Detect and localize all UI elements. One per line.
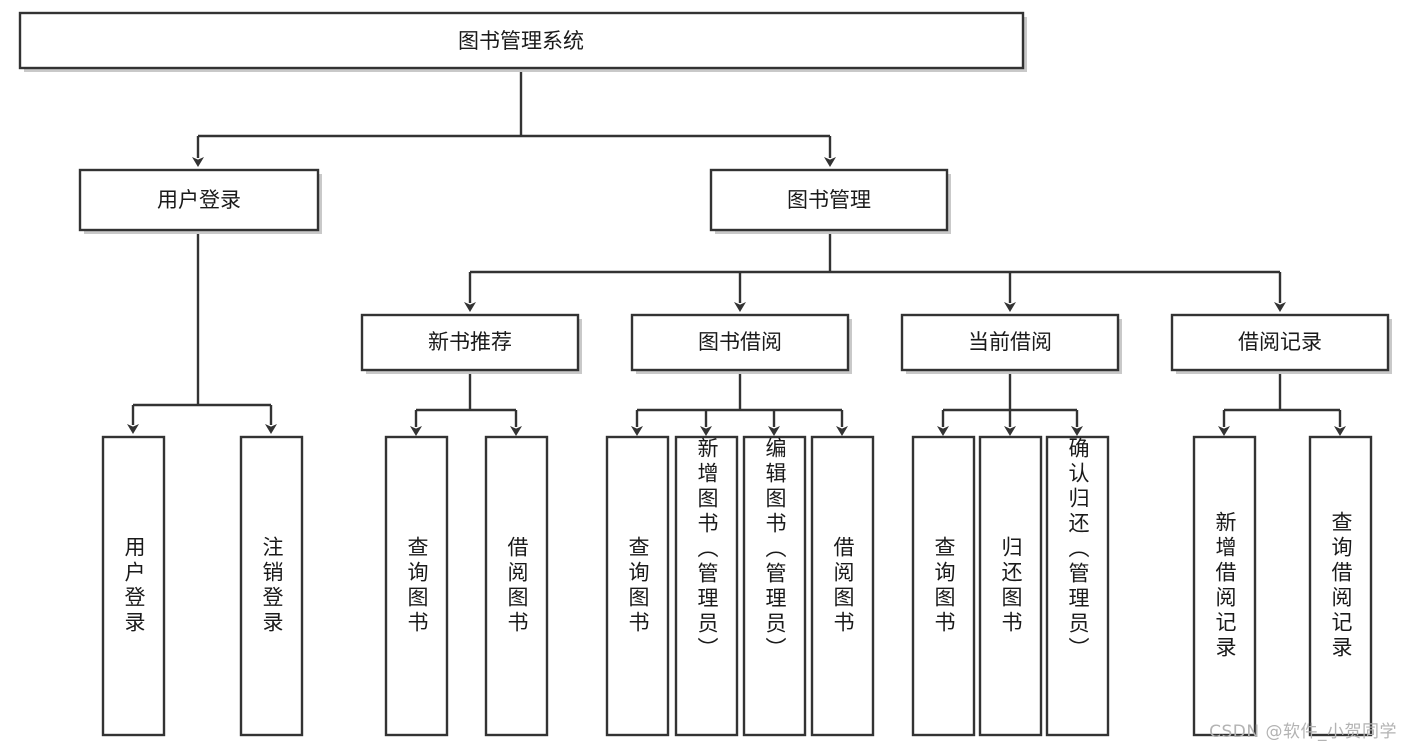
watermark-text: CSDN @软件_小贺同学 <box>1209 722 1397 742</box>
node-current-borrow-box[interactable] <box>900 313 1120 372</box>
leaf-add-borrow-record-box[interactable] <box>1192 435 1257 737</box>
leaf-borrow-book-1-box[interactable] <box>484 435 549 737</box>
leaf-boxes-layer <box>101 435 1373 737</box>
node-borrow-record-box[interactable] <box>1170 313 1390 372</box>
node-user-login-label: 用户登录 <box>157 188 241 212</box>
node-book-manage-label: 图书管理 <box>787 188 871 212</box>
node-book-borrow[interactable]: 图书借阅 <box>630 313 852 374</box>
node-book-manage[interactable]: 图书管理 <box>709 168 951 234</box>
leaf-query-book-3-box[interactable] <box>911 435 976 737</box>
node-new-book-recommend-box[interactable] <box>360 313 580 372</box>
node-root[interactable]: 图书管理系统 <box>18 11 1027 72</box>
node-user-login[interactable]: 用户登录 <box>78 168 322 234</box>
leaf-logout-login-box[interactable] <box>239 435 304 737</box>
leaf-confirm-return-admin-box[interactable] <box>1045 435 1110 737</box>
leaf-query-book-1-box[interactable] <box>384 435 449 737</box>
node-current-borrow[interactable]: 当前借阅 <box>900 313 1122 374</box>
node-borrow-record-label: 借阅记录 <box>1238 330 1322 354</box>
leaf-query-book-2-box[interactable] <box>605 435 670 737</box>
edges-layer <box>127 68 1346 436</box>
node-new-book-recommend[interactable]: 新书推荐 <box>360 313 582 374</box>
leaf-borrow-book-2-box[interactable] <box>810 435 875 737</box>
leaf-return-book-box[interactable] <box>978 435 1043 737</box>
leaf-add-book-admin-box[interactable] <box>674 435 739 737</box>
node-root-box[interactable] <box>18 11 1025 70</box>
leaf-user-login-box[interactable] <box>101 435 166 737</box>
node-user-login-box[interactable] <box>78 168 320 232</box>
node-book-manage-box[interactable] <box>709 168 949 232</box>
node-new-book-recommend-label: 新书推荐 <box>428 330 512 354</box>
node-book-borrow-box[interactable] <box>630 313 850 372</box>
node-current-borrow-label: 当前借阅 <box>968 330 1052 354</box>
node-root-label: 图书管理系统 <box>458 29 584 53</box>
leaf-edit-book-admin-box[interactable] <box>742 435 807 737</box>
leaf-query-borrow-record-box[interactable] <box>1308 435 1373 737</box>
node-book-borrow-label: 图书借阅 <box>698 330 782 354</box>
node-borrow-record[interactable]: 借阅记录 <box>1170 313 1392 374</box>
